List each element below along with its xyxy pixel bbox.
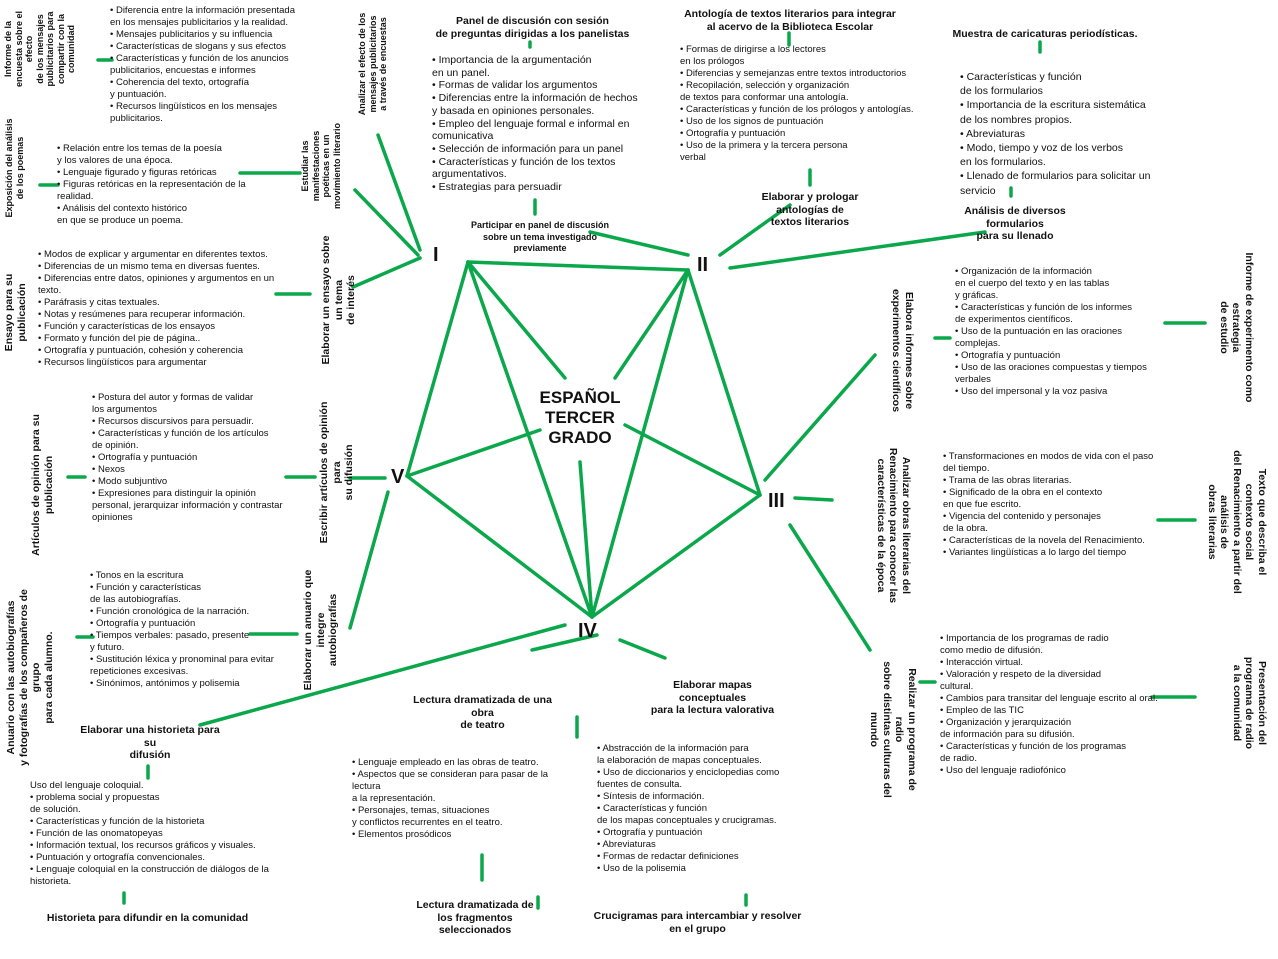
- b2-activity-b: Antología de textos literarios para inte…: [684, 8, 896, 33]
- node-I: I: [433, 244, 439, 266]
- b5-topics-a: • Postura del autor y formas de validar …: [92, 392, 283, 523]
- b4-topics-a: • Lenguaje empleado en las obras de teat…: [352, 757, 549, 840]
- node-III: III: [768, 490, 785, 512]
- b2-topics-c: • Características y función de los formu…: [960, 71, 1151, 197]
- b1-activity-a: Analizar el efecto de los mensajes publi…: [357, 12, 388, 116]
- b2-topics-b: • Formas de dirigirse a los lectores en …: [680, 44, 914, 163]
- b3-project-b: Texto que describa el contexto social de…: [1206, 450, 1268, 594]
- b3-activity-b: Analizar obras literarias del Renacimien…: [875, 447, 912, 604]
- b3-activity-c: Realizar un programa de radio sobre dist…: [868, 661, 919, 798]
- b3-project-c: Presentación del programa de radio a la …: [1231, 656, 1268, 750]
- b2-project-b: Elaborar y prologar antologías de textos…: [761, 191, 859, 228]
- b3-topics-b: • Transformaciones en modos de vida con …: [943, 451, 1154, 558]
- b4-project-c: Historieta para difundir en la comunidad: [46, 912, 249, 924]
- b1-activity-b: Estudiar las manifestaciones poéticas en…: [300, 122, 342, 210]
- b3-activity-a: Elabora informes sobre experimentos cien…: [890, 288, 916, 413]
- b1-topics-c: • Modos de explicar y argumentar en dife…: [38, 249, 275, 368]
- b1-project-b: Exposición del análisis de los poemas: [4, 118, 25, 218]
- center-line-1: ESPAÑOL: [539, 388, 621, 407]
- b5-project-a: Artículos de opinión para su publicación: [30, 414, 55, 556]
- center-line-2: TERCER: [545, 408, 615, 427]
- b5-topics-b: • Tonos en la escritura • Función y cara…: [90, 570, 274, 689]
- center-line-3: GRADO: [548, 428, 612, 447]
- b2-activity-c: Muestra de caricaturas periodísticas.: [952, 28, 1138, 40]
- node-IV: IV: [578, 620, 597, 642]
- b3-topics-c: • Importancia de los programas de radio …: [940, 633, 1158, 776]
- b2-topics-a: • Importancia de la argumentación en un …: [432, 54, 638, 194]
- b2-activity-a: Panel de discusión con sesión de pregunt…: [435, 15, 630, 40]
- b4-topics-c: Uso del lenguaje coloquial. • problema s…: [30, 780, 269, 887]
- b1-topics-b: • Relación entre los temas de la poesía …: [57, 143, 246, 226]
- b1-activity-c: Elaborar un ensayo sobre un tema de inte…: [320, 235, 357, 365]
- b4-activity-a: Lectura dramatizada de una obra de teatr…: [413, 694, 552, 731]
- b3-project-a: Informe de experimento como estrategia d…: [1218, 252, 1255, 403]
- center-title: ESPAÑOL TERCER GRADO: [520, 388, 640, 448]
- b1-project-a: Informe de la encuesta sobre el efecto d…: [3, 10, 76, 88]
- node-II: II: [697, 254, 709, 276]
- b1-project-c: Ensayo para su publicación: [3, 273, 28, 352]
- b4-project-b: Crucigramas para intercambiar y resolver…: [593, 910, 802, 935]
- b2-project-a: Participar en panel de discusión sobre u…: [470, 220, 610, 253]
- b4-project-a: Lectura dramatizada de los fragmentos se…: [416, 899, 534, 936]
- b4-topics-b: • Abstracción de la información para la …: [597, 743, 780, 874]
- b5-project-b: Anuario con las autobiografías y fotogra…: [5, 589, 55, 766]
- node-V: V: [391, 466, 405, 488]
- b2-project-c: Análisis de diversos formularios para su…: [964, 205, 1066, 242]
- b3-topics-a: • Organización de la información en el c…: [955, 266, 1147, 397]
- b4-activity-c: Elaborar una historieta para su difusión: [80, 724, 220, 761]
- b4-activity-b: Elaborar mapas conceptuales para la lect…: [650, 679, 775, 716]
- b1-topics-a: • Diferencia entre la información presen…: [110, 5, 295, 124]
